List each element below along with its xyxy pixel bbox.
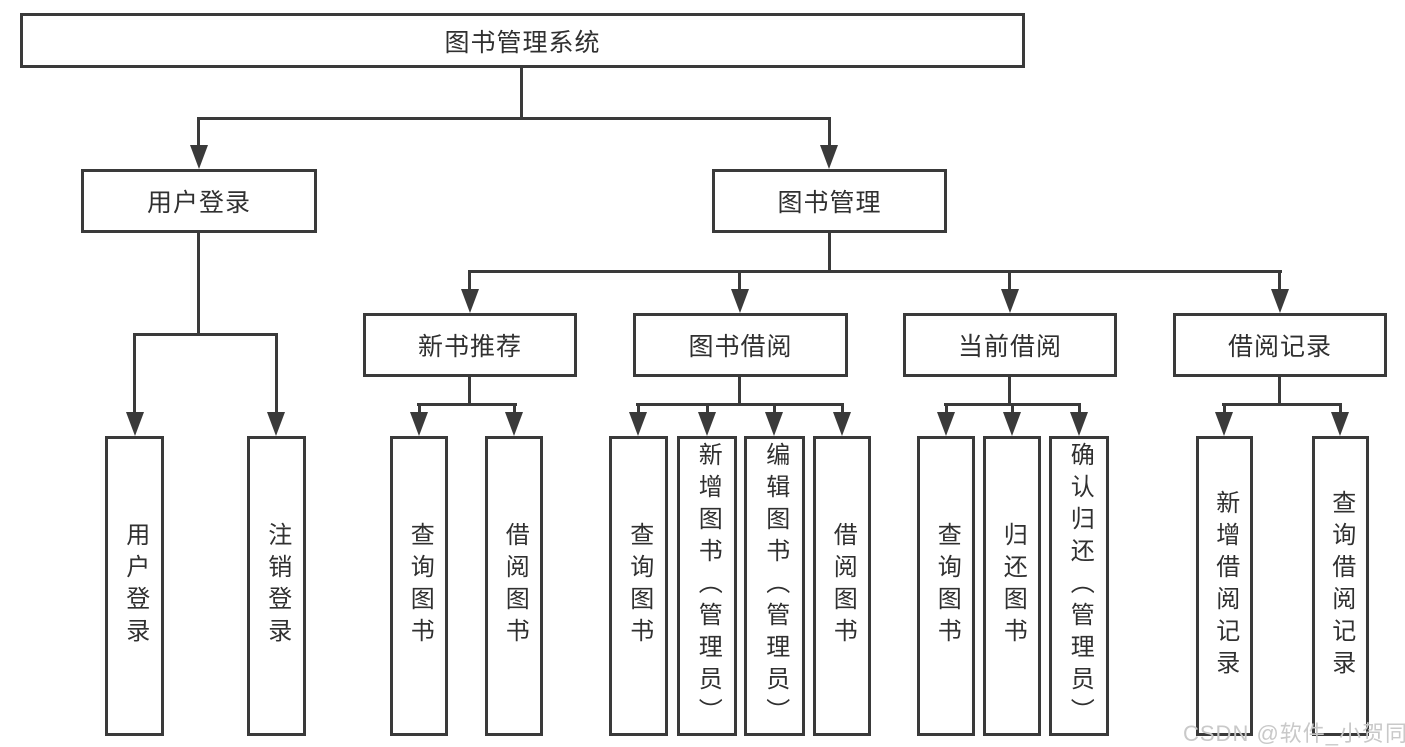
leaf-logout: 注销登录 xyxy=(247,436,306,736)
node-root-label: 图书管理系统 xyxy=(444,28,601,57)
arrow-down-icon xyxy=(833,412,851,436)
leaf-label: 新增图书（管理员） xyxy=(694,442,722,730)
leaf-query-books-3: 查询图书 xyxy=(917,436,975,736)
leaf-add-borrow-record: 新增借阅记录 xyxy=(1196,436,1253,736)
connector-line-v xyxy=(637,403,640,415)
leaf-label: 查询图书 xyxy=(406,522,434,650)
leaf-label: 查询图书 xyxy=(933,522,961,650)
leaf-borrow-books-2: 借阅图书 xyxy=(813,436,871,736)
arrow-down-icon xyxy=(937,412,955,436)
leaf-query-books-1: 查询图书 xyxy=(390,436,448,736)
arrow-down-icon xyxy=(1003,412,1021,436)
connector-line-v xyxy=(468,377,471,406)
node-current-borrowing: 当前借阅 xyxy=(903,313,1117,377)
leaf-label: 借阅图书 xyxy=(501,522,529,650)
leaf-label: 确认归还（管理员） xyxy=(1066,442,1094,730)
leaf-label: 新增借阅记录 xyxy=(1211,490,1239,682)
node-user-login: 用户登录 xyxy=(81,169,317,233)
leaf-label: 查询借阅记录 xyxy=(1327,490,1355,682)
connector-line-v xyxy=(945,403,948,415)
connector-line-v xyxy=(828,117,831,147)
arrow-down-icon xyxy=(1070,412,1088,436)
connector-line-v xyxy=(1278,377,1281,406)
arrow-down-icon xyxy=(267,412,285,436)
connector-line-v xyxy=(1223,403,1226,415)
connector-line-v xyxy=(513,403,516,415)
connector-line-v xyxy=(773,403,776,415)
node-label: 新书推荐 xyxy=(417,333,522,361)
node-book-borrowing: 图书借阅 xyxy=(633,313,848,377)
leaf-label: 查询图书 xyxy=(625,522,653,650)
connector-line-v xyxy=(828,233,831,273)
connector-line-v xyxy=(1339,403,1342,415)
arrow-down-icon xyxy=(820,145,838,169)
connector-line-h xyxy=(1222,403,1342,406)
leaf-label: 编辑图书（管理员） xyxy=(761,442,789,730)
watermark: CSDN @软件_小贺同学 xyxy=(1183,721,1405,746)
connector-line-v xyxy=(738,377,741,406)
connector-line-v xyxy=(841,403,844,415)
connector-line-v xyxy=(738,270,741,291)
arrow-down-icon xyxy=(629,412,647,436)
leaf-add-books-admin: 新增图书（管理员） xyxy=(677,436,737,736)
node-label: 图书借阅 xyxy=(688,333,793,361)
connector-line-h xyxy=(417,403,517,406)
node-book-management: 图书管理 xyxy=(712,169,947,233)
leaf-return-books: 归还图书 xyxy=(983,436,1041,736)
arrow-down-icon xyxy=(1331,412,1349,436)
arrow-down-icon xyxy=(1001,289,1019,313)
leaf-user-login: 用户登录 xyxy=(105,436,164,736)
node-label: 图书管理 xyxy=(777,189,882,217)
arrow-down-icon xyxy=(461,289,479,313)
leaf-query-books-2: 查询图书 xyxy=(609,436,668,736)
leaf-label: 注销登录 xyxy=(263,522,291,650)
node-label: 用户登录 xyxy=(146,189,251,217)
arrow-down-icon xyxy=(190,145,208,169)
arrow-down-icon xyxy=(731,289,749,313)
leaf-query-borrow-record: 查询借阅记录 xyxy=(1312,436,1369,736)
leaf-label: 借阅图书 xyxy=(829,522,857,650)
connector-line-v xyxy=(275,333,278,413)
connector-line-v xyxy=(520,68,523,119)
arrow-down-icon xyxy=(698,412,716,436)
arrow-down-icon xyxy=(410,412,428,436)
leaf-confirm-return-admin: 确认归还（管理员） xyxy=(1049,436,1109,736)
connector-line-h xyxy=(197,117,831,120)
connector-line-v xyxy=(468,270,471,291)
connector-line-v xyxy=(1008,270,1011,291)
arrow-down-icon xyxy=(126,412,144,436)
leaf-edit-books-admin: 编辑图书（管理员） xyxy=(744,436,805,736)
node-root: 图书管理系统 xyxy=(20,13,1025,68)
arrow-down-icon xyxy=(1215,412,1233,436)
node-label: 当前借阅 xyxy=(957,333,1062,361)
connector-line-v xyxy=(1008,377,1011,406)
arrow-down-icon xyxy=(765,412,783,436)
leaf-borrow-books-1: 借阅图书 xyxy=(485,436,543,736)
arrow-down-icon xyxy=(1271,289,1289,313)
connector-line-v xyxy=(197,117,200,147)
connector-line-v xyxy=(1078,403,1081,415)
node-label: 借阅记录 xyxy=(1227,333,1332,361)
connector-line-v xyxy=(133,333,136,413)
leaf-label: 用户登录 xyxy=(121,522,149,650)
connector-line-v xyxy=(418,403,421,415)
connector-line-h xyxy=(636,403,844,406)
arrow-down-icon xyxy=(505,412,523,436)
node-borrowing-records: 借阅记录 xyxy=(1173,313,1387,377)
connector-line-v xyxy=(1011,403,1014,415)
connector-line-h xyxy=(133,333,278,336)
connector-line-h xyxy=(468,270,1282,273)
leaf-label: 归还图书 xyxy=(999,522,1027,650)
connector-line-v xyxy=(1278,270,1281,291)
connector-line-v xyxy=(197,233,200,335)
connector-line-v xyxy=(706,403,709,415)
node-new-book-recommendation: 新书推荐 xyxy=(363,313,577,377)
